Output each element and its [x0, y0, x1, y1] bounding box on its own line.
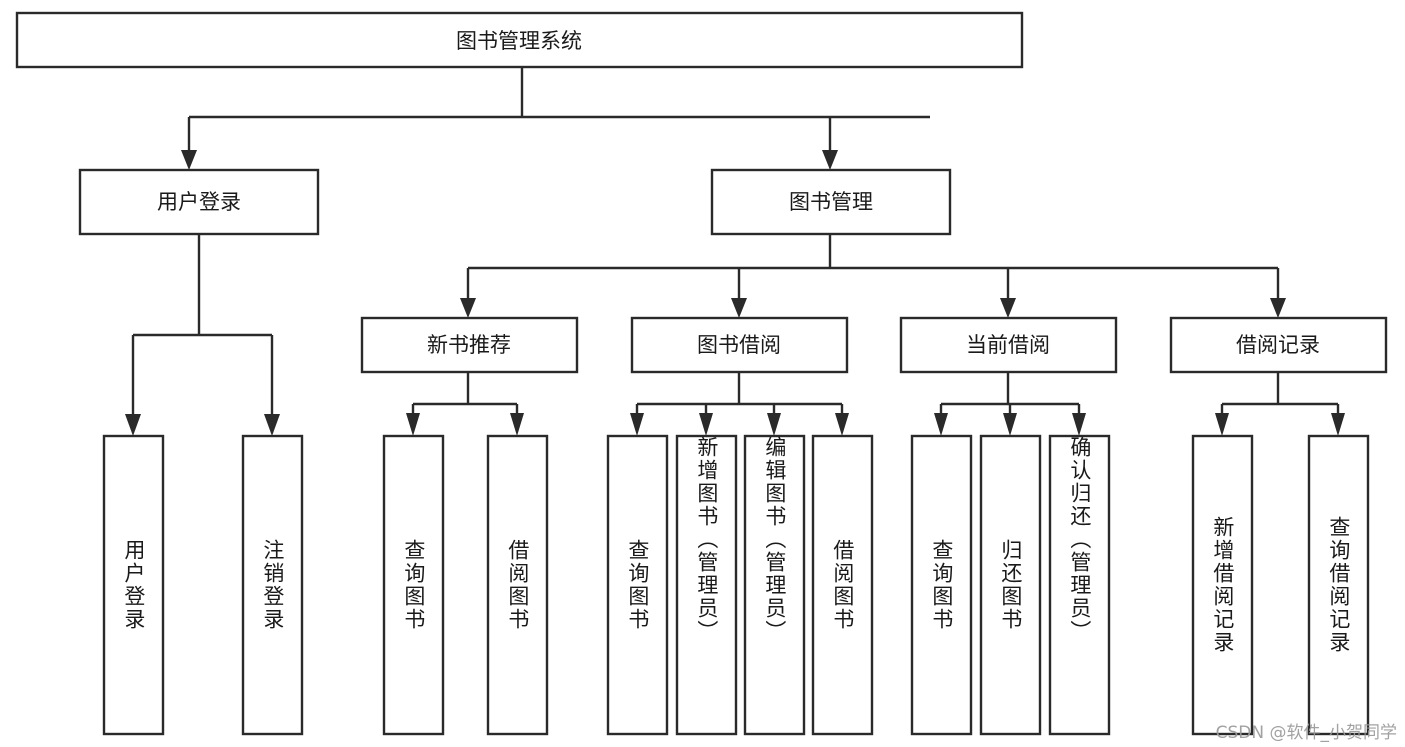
connector-group-borrow-record — [1215, 372, 1345, 436]
arrowhead-user-login-child-1 — [125, 414, 141, 436]
arrowhead-recommend-child-1 — [406, 413, 420, 436]
arrowhead-bm-child-1 — [460, 298, 476, 318]
node-box-record-query[interactable] — [1307, 434, 1370, 736]
arrowhead-bm-child-2 — [731, 298, 747, 318]
node-box-borrow-query-book[interactable] — [606, 434, 669, 736]
node-box-root[interactable] — [15, 11, 1024, 69]
arrowhead-root-to-user-login — [181, 150, 197, 170]
arrowhead-bm-child-4 — [1270, 298, 1286, 318]
node-label-user-login: 用户登录 — [157, 190, 241, 214]
arrowhead-record-child-2 — [1331, 413, 1345, 436]
connector-group-current-borrow — [934, 372, 1086, 436]
connector-group-book-borrow — [630, 372, 849, 436]
node-box-record-add[interactable] — [1191, 434, 1254, 736]
node-label-root: 图书管理系统 — [456, 29, 582, 53]
connector-group-book-management — [460, 234, 1286, 318]
node-box-current-borrow[interactable] — [899, 316, 1118, 374]
node-group-user-login[interactable]: 用户登录 — [78, 168, 320, 236]
node-box-borrow-borrow-book[interactable] — [811, 434, 874, 736]
node-group-book-borrow[interactable]: 图书借阅 — [630, 316, 849, 374]
connector-group-root — [181, 67, 930, 170]
node-box-new-book-recommend[interactable] — [360, 316, 579, 374]
node-box-book-borrow[interactable] — [630, 316, 849, 374]
node-label-book-borrow: 图书借阅 — [697, 333, 781, 357]
node-box-book-management[interactable] — [710, 168, 952, 236]
node-box-current-query-book[interactable] — [910, 434, 973, 736]
arrowhead-recommend-child-2 — [510, 413, 524, 436]
arrowhead-borrow-child-1 — [630, 413, 644, 436]
node-label-current-borrow: 当前借阅 — [966, 333, 1050, 357]
node-box-borrow-record[interactable] — [1169, 316, 1388, 374]
node-box-current-confirm-return[interactable] — [1048, 434, 1111, 736]
node-box-user-login[interactable] — [78, 168, 320, 236]
arrowhead-borrow-child-3 — [767, 413, 781, 436]
node-group-current-borrow[interactable]: 当前借阅 — [899, 316, 1118, 374]
node-label-borrow-record: 借阅记录 — [1236, 333, 1320, 357]
connector-group-user-login — [125, 234, 280, 436]
node-group-book-management[interactable]: 图书管理 — [710, 168, 952, 236]
arrowhead-user-login-child-2 — [264, 414, 280, 436]
node-group-borrow-record[interactable]: 借阅记录 — [1169, 316, 1388, 374]
node-group-root[interactable]: 图书管理系统 — [15, 11, 1024, 69]
node-group-new-book-recommend[interactable]: 新书推荐 — [360, 316, 579, 374]
arrowhead-root-to-book-management — [822, 150, 838, 170]
node-box-recommend-query-book[interactable] — [382, 434, 445, 736]
node-label-new-book-recommend: 新书推荐 — [427, 333, 511, 357]
connector-group-new-book-recommend — [406, 372, 524, 436]
node-box-user-logout[interactable] — [241, 434, 304, 736]
node-box-user-login-do[interactable] — [102, 434, 165, 736]
arrowhead-current-child-1 — [934, 413, 948, 436]
node-label-book-management: 图书管理 — [789, 190, 873, 214]
arrowhead-record-child-1 — [1215, 413, 1229, 436]
node-box-recommend-borrow-book[interactable] — [486, 434, 549, 736]
arrowhead-bm-child-3 — [1000, 298, 1016, 318]
arrowhead-current-child-3 — [1072, 413, 1086, 436]
node-box-borrow-edit-book[interactable] — [743, 434, 806, 736]
node-box-borrow-add-book[interactable] — [675, 434, 738, 736]
arrowhead-borrow-child-2 — [699, 413, 713, 436]
arrowhead-borrow-child-4 — [835, 413, 849, 436]
arrowhead-current-child-2 — [1003, 413, 1017, 436]
node-box-current-return-book[interactable] — [979, 434, 1042, 736]
